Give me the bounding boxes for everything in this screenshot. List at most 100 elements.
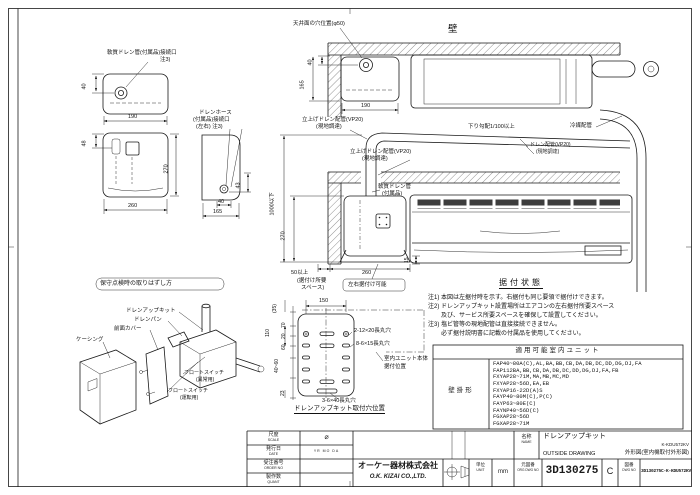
kit-front-view: [102, 132, 169, 198]
drain-pipe-label-a: ドレン配管(VP20): [530, 142, 571, 148]
drawing-name-value: ドレンアップキット: [543, 433, 606, 440]
dim-40-side: 40: [218, 199, 225, 205]
slope-label: 下り勾配1/100以上: [468, 124, 515, 130]
hose-label-3: (左右) 注3): [196, 124, 223, 130]
dim-40-install: 40: [307, 59, 314, 66]
unit-model-row: FGXAP28~71M: [493, 420, 530, 427]
unit-model-row: FAP40~80A(C),AL,BA,BB,CB,DA,DB,DC,DD,DG,…: [493, 360, 642, 367]
date-label-jp: 発行日: [265, 446, 281, 452]
model-number: K-KDU572KV: [661, 442, 689, 447]
ceiling-hole-label: 天井面の穴位置(φ50): [293, 21, 345, 27]
wall-heading: 壁: [448, 24, 458, 35]
left-right-install-label: 左右据付け可能: [348, 282, 387, 288]
riser-pipe-label-1a: 立上げドレン配管(VP20): [302, 117, 364, 123]
dwg-label-en: DWG NO: [622, 468, 636, 472]
hole-position-diagram: [283, 300, 425, 400]
note-2-cont: 及び、サービス所要スペースを確保して設置してください。: [441, 313, 602, 319]
float-switch-1-sub: (異常用): [196, 377, 215, 383]
dim-23: 23: [280, 390, 286, 396]
hole-diagram-heading: ドレンアップキット取付穴位置: [294, 405, 385, 414]
dim-150: 150: [319, 298, 329, 304]
maintenance-heading-box: [95, 277, 225, 291]
refrigerant-pipe-label: 冷媒配管: [570, 123, 593, 129]
dim-50-min: 50以上: [291, 270, 309, 276]
dim-165-side: 165: [213, 209, 223, 215]
float-switch-2-sub: (運転用): [180, 395, 199, 401]
riser-pipe-label-2b: (現地調達): [362, 156, 388, 162]
quantity-label-jp: 製作数: [265, 474, 281, 480]
dim-43: 43: [235, 182, 242, 189]
dim-1000-max: 1000以下: [269, 192, 276, 216]
units-table-title: 適用可能室内ユニット: [515, 347, 601, 354]
kit-top-view-installed: [340, 56, 400, 102]
dim-15: 15: [404, 257, 410, 263]
dim-165-install: 165: [299, 80, 306, 90]
exploded-casing-label: ケーシング: [76, 337, 104, 343]
slot-c-label: 3-6×40長丸穴: [322, 398, 356, 404]
unit-model-row: FAYP40~80M(C),P(C): [493, 393, 553, 400]
drawing-type-en: OUTSIDE DRAWING: [543, 451, 596, 457]
org-dwg-number: 3D130275: [545, 465, 599, 477]
wall-section-lower: [327, 171, 620, 265]
unit-model-row: FAYNP40~56D(C): [493, 407, 540, 414]
unit-model-row: FAP112BA,BB,CB,DA,DB,DC,DD,DG,DJ,FA,FB: [493, 367, 619, 374]
dim-40-top: 40: [81, 83, 88, 90]
exploded-cover-label: 前面カバー: [114, 326, 142, 332]
scale-label-en: SCALE: [267, 438, 280, 442]
ceiling-hole-leader: [339, 27, 363, 59]
date-value: YR MO DA: [313, 449, 340, 453]
riser-pipe-label-2a: 立上げドレン配管(VP20): [350, 149, 412, 155]
drain-up-kit-front: [339, 195, 411, 263]
applicable-units-table-grid: [432, 344, 684, 430]
drawing-type-jp: 外形図(室内機取付外形図): [624, 450, 689, 456]
unit-label-jp: 単位: [476, 462, 485, 467]
slot-b-label: 8-6×15長丸穴: [356, 341, 390, 347]
quantity-label-en: QUANT: [267, 480, 280, 484]
org-dwg-label-jp: 元図番: [521, 462, 535, 467]
note-3: 注3) 塩ビ管等の現地配管は直接接続できません。: [428, 322, 561, 328]
revision-letter: C: [606, 466, 614, 476]
hose-label-1: ドレンホース: [199, 110, 232, 116]
wall-section-top: [327, 42, 621, 117]
float-switch-2-label: フロートスイッチ: [168, 388, 209, 394]
dim-35: (35): [272, 304, 278, 313]
exploded-view: [79, 303, 265, 425]
scale-value: ⌀: [324, 434, 329, 441]
install-dimensions: [280, 55, 420, 272]
unit-model-row: FAYP63~80E(C): [493, 400, 536, 407]
unit-model-row: FXYAP28~56D,EA,EB: [493, 380, 550, 387]
order-no-label-en: ORDER NO: [264, 466, 283, 470]
ac-unit-front-view: [409, 194, 633, 264]
exploded-pan-label: ドレンパン: [134, 317, 162, 323]
kit-top-view: [102, 61, 169, 115]
dim-190-kit: 190: [128, 114, 138, 120]
required-space-label-a: (据付け所要: [297, 278, 327, 284]
frame: [8, 8, 692, 487]
unit-position-label-2: 据付位置: [384, 364, 407, 370]
exploded-kit-label: ドレンアップキット: [126, 308, 176, 314]
order-no-label-jp: 受注番号: [263, 460, 284, 466]
dim-190-install: 190: [361, 103, 371, 109]
title-block-grid: [246, 430, 692, 487]
dim-60: 60: [281, 344, 287, 350]
riser-pipe-label-1b: (現地調達): [316, 124, 342, 130]
note-3-cont: 必ず据付説明書に記載の付属品を使用してください。: [441, 331, 585, 337]
third-angle-projection-icon: [444, 464, 470, 480]
note-1: 注1) 本図は左据付時を示す。右据付も同じ要領で据付けできます。: [428, 295, 608, 301]
company-name-jp: オーケー器材株式会社: [358, 461, 438, 470]
ac-unit-top-view: [410, 54, 659, 109]
soft-drain-pipe-label: 軟質ドレン管(付属品)接続口: [107, 50, 177, 56]
units-table-row-label: 壁掛形: [448, 387, 474, 394]
soft-drain-label-b: (付属品): [382, 191, 403, 197]
dwg-label-jp: 図番: [624, 462, 634, 467]
dim-70: 70: [281, 322, 287, 328]
dim-260-kit: 260: [128, 203, 138, 209]
dim-48: 48: [81, 140, 88, 147]
left-right-install-box: [342, 263, 406, 292]
dim-110: 110: [265, 329, 271, 337]
maintenance-heading: 保守点検時の取りはずし方: [100, 281, 173, 287]
dim-270-kit: 270: [163, 164, 170, 174]
